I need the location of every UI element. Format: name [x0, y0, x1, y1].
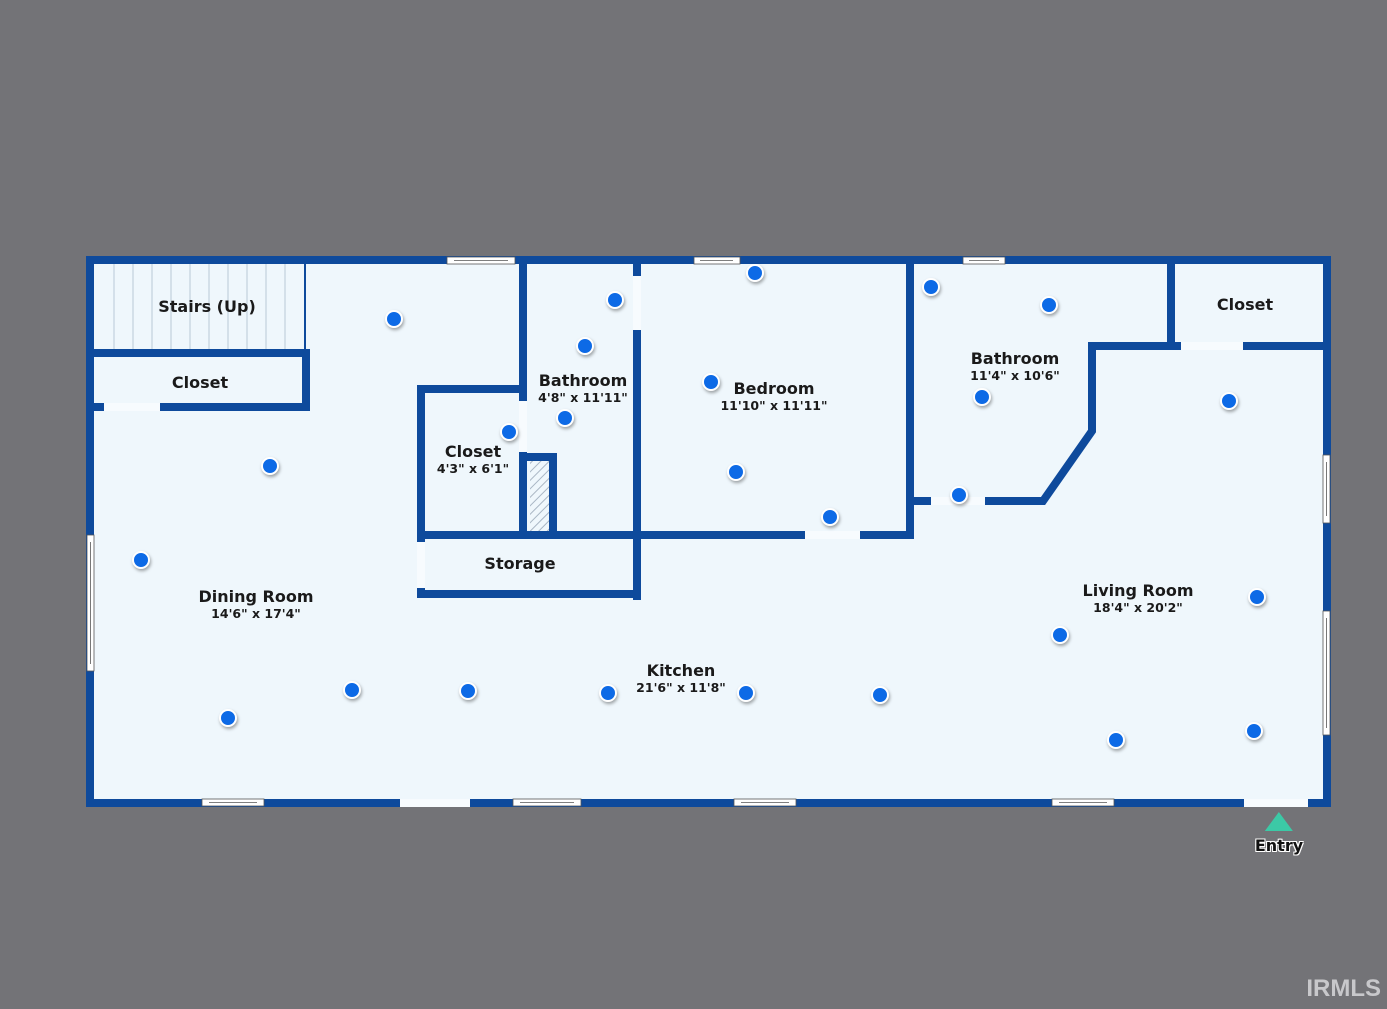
stairs-treads	[113, 264, 286, 350]
room-label-closet-left: Closet	[172, 373, 228, 392]
utility-chase	[530, 461, 549, 531]
photo-point-marker[interactable]	[821, 508, 839, 526]
room-name: Closet	[444, 442, 502, 461]
photo-point-marker[interactable]	[1107, 731, 1125, 749]
photo-point-marker[interactable]	[576, 337, 594, 355]
room-label-closet-right: Closet	[1217, 295, 1273, 314]
room-name: Living Room	[1082, 581, 1194, 600]
photo-point-marker[interactable]	[500, 423, 518, 441]
photo-point-marker[interactable]	[737, 684, 755, 702]
room-label-kitchen: Kitchen 21'6" x 11'8"	[636, 661, 726, 695]
photo-point-marker[interactable]	[950, 486, 968, 504]
photo-point-marker[interactable]	[973, 388, 991, 406]
photo-point-marker[interactable]	[922, 278, 940, 296]
photo-point-marker[interactable]	[1245, 722, 1263, 740]
photo-point-marker[interactable]	[132, 551, 150, 569]
room-label-bathroom-small: Bathroom 4'8" x 11'11"	[538, 371, 628, 405]
room-name: Bathroom	[538, 371, 628, 390]
room-label-living-room: Living Room 18'4" x 20'2"	[1083, 581, 1194, 615]
room-label-storage: Storage	[484, 554, 555, 573]
room-name: Closet	[171, 373, 229, 392]
room-label-dining-room: Dining Room 14'6" x 17'4"	[198, 587, 313, 621]
photo-point-marker[interactable]	[385, 310, 403, 328]
room-dimensions: 11'10" x 11'11"	[720, 398, 828, 413]
photo-point-marker[interactable]	[343, 681, 361, 699]
room-dimensions: 18'4" x 20'2"	[1093, 600, 1183, 615]
room-dimensions: 11'4" x 10'6"	[970, 368, 1060, 383]
entry-marker: Entry	[1255, 812, 1303, 855]
photo-point-marker[interactable]	[556, 409, 574, 427]
room-label-stairs: Stairs (Up)	[158, 297, 256, 316]
room-dimensions: 14'6" x 17'4"	[211, 606, 301, 621]
room-name: Kitchen	[646, 661, 716, 680]
room-dimensions: 4'3" x 6'1"	[436, 461, 510, 476]
photo-point-marker[interactable]	[746, 264, 764, 282]
room-label-closet-middle: Closet 4'3" x 6'1"	[437, 442, 509, 476]
room-label-bathroom-large: Bathroom 11'4" x 10'6"	[970, 349, 1060, 383]
room-dimensions: 4'8" x 11'11"	[538, 390, 628, 405]
room-name: Bathroom	[970, 349, 1060, 368]
watermark-logo: IRMLS	[1306, 975, 1381, 1002]
photo-point-marker[interactable]	[606, 291, 624, 309]
photo-point-marker[interactable]	[1040, 296, 1058, 314]
photo-point-marker[interactable]	[459, 682, 477, 700]
photo-point-marker[interactable]	[1248, 588, 1266, 606]
photo-point-marker[interactable]	[599, 684, 617, 702]
room-name: Stairs (Up)	[158, 297, 256, 316]
photo-point-marker[interactable]	[1051, 626, 1069, 644]
room-label-bedroom: Bedroom 11'10" x 11'11"	[720, 379, 827, 413]
photo-point-marker[interactable]	[1220, 392, 1238, 410]
photo-point-marker[interactable]	[702, 373, 720, 391]
entry-label: Entry	[1254, 836, 1304, 855]
photo-point-marker[interactable]	[871, 686, 889, 704]
photo-point-marker[interactable]	[219, 709, 237, 727]
entry-arrow-icon	[1264, 812, 1293, 831]
room-name: Storage	[484, 554, 556, 573]
photo-point-marker[interactable]	[727, 463, 745, 481]
room-name: Dining Room	[198, 587, 314, 606]
photo-point-marker[interactable]	[261, 457, 279, 475]
windows	[86, 256, 1331, 807]
room-dimensions: 21'6" x 11'8"	[636, 680, 726, 695]
room-name: Bedroom	[733, 379, 815, 398]
room-name: Closet	[1216, 295, 1274, 314]
